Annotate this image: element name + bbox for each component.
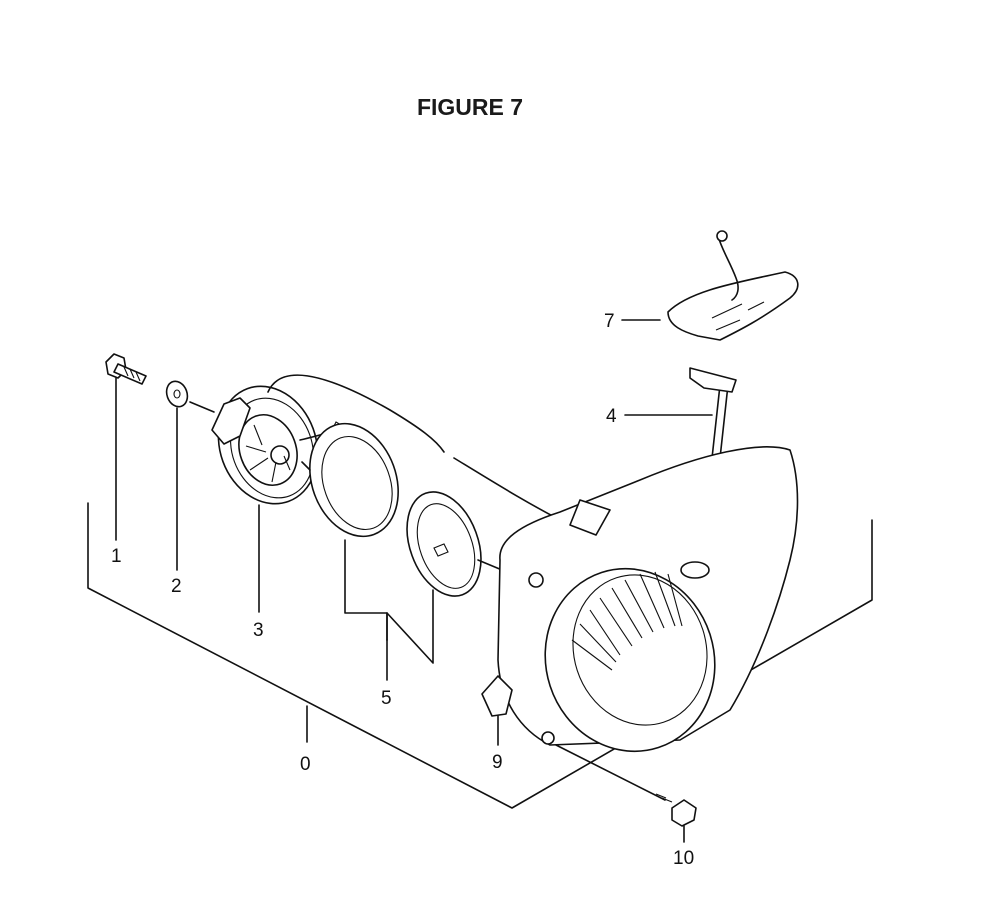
part-label-10: 10 xyxy=(673,848,694,869)
spring-assembly-part-5 xyxy=(301,422,503,681)
starter-handle-part-7 xyxy=(621,230,799,393)
part-label-1: 1 xyxy=(111,546,122,567)
pulley-part-3 xyxy=(211,385,347,613)
screw-part-10 xyxy=(555,744,697,843)
assembly-bracket xyxy=(87,502,873,809)
part-label-7: 7 xyxy=(604,311,615,332)
part-label-9: 9 xyxy=(492,752,503,773)
part-label-3: 3 xyxy=(253,620,264,641)
part-labels: 0 1 2 3 4 5 7 9 10 xyxy=(111,311,694,869)
part-label-5: 5 xyxy=(381,688,392,709)
part-label-4: 4 xyxy=(606,406,617,427)
part-label-2: 2 xyxy=(171,576,182,597)
starter-housing-part-9 xyxy=(481,446,799,753)
bolt-part-1 xyxy=(105,353,147,541)
washer-part-2 xyxy=(165,380,215,571)
part-label-0: 0 xyxy=(300,754,311,775)
figure-title: FIGURE 7 xyxy=(416,94,524,120)
